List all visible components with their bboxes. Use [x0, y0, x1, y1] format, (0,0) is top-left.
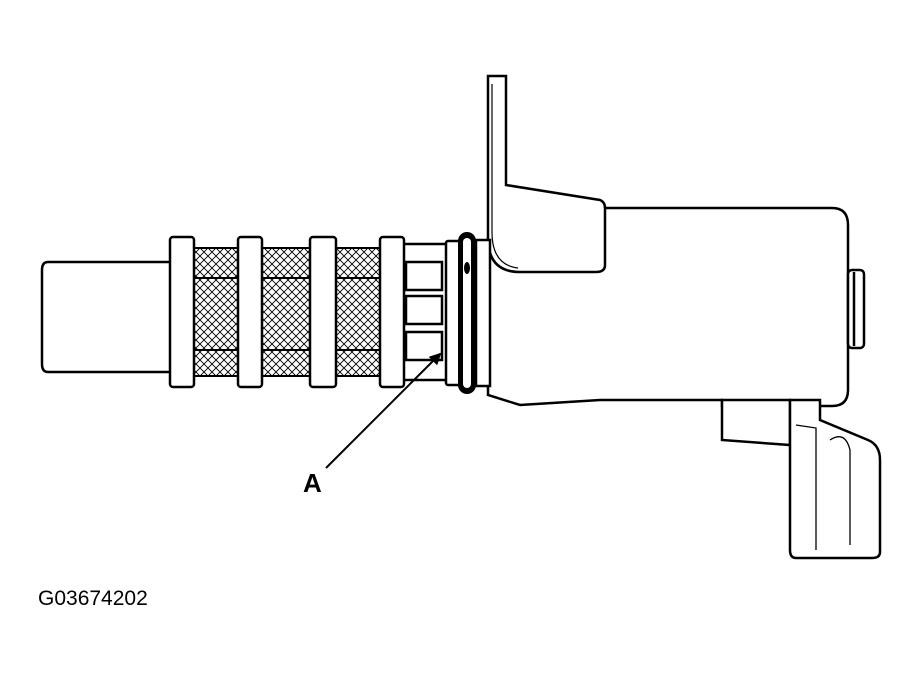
callout-label-a: A — [303, 468, 322, 498]
housing-neck — [474, 238, 492, 388]
spool-ports — [398, 242, 450, 382]
spool-lands — [168, 235, 462, 389]
electrical-connector — [720, 398, 882, 560]
inlet-tube — [40, 260, 174, 374]
filter-screens — [193, 247, 383, 377]
o-ring — [458, 232, 476, 394]
figure-id: G03674202 — [38, 587, 148, 610]
callout-leader-line — [325, 352, 442, 469]
mounting-bracket — [486, 74, 607, 274]
